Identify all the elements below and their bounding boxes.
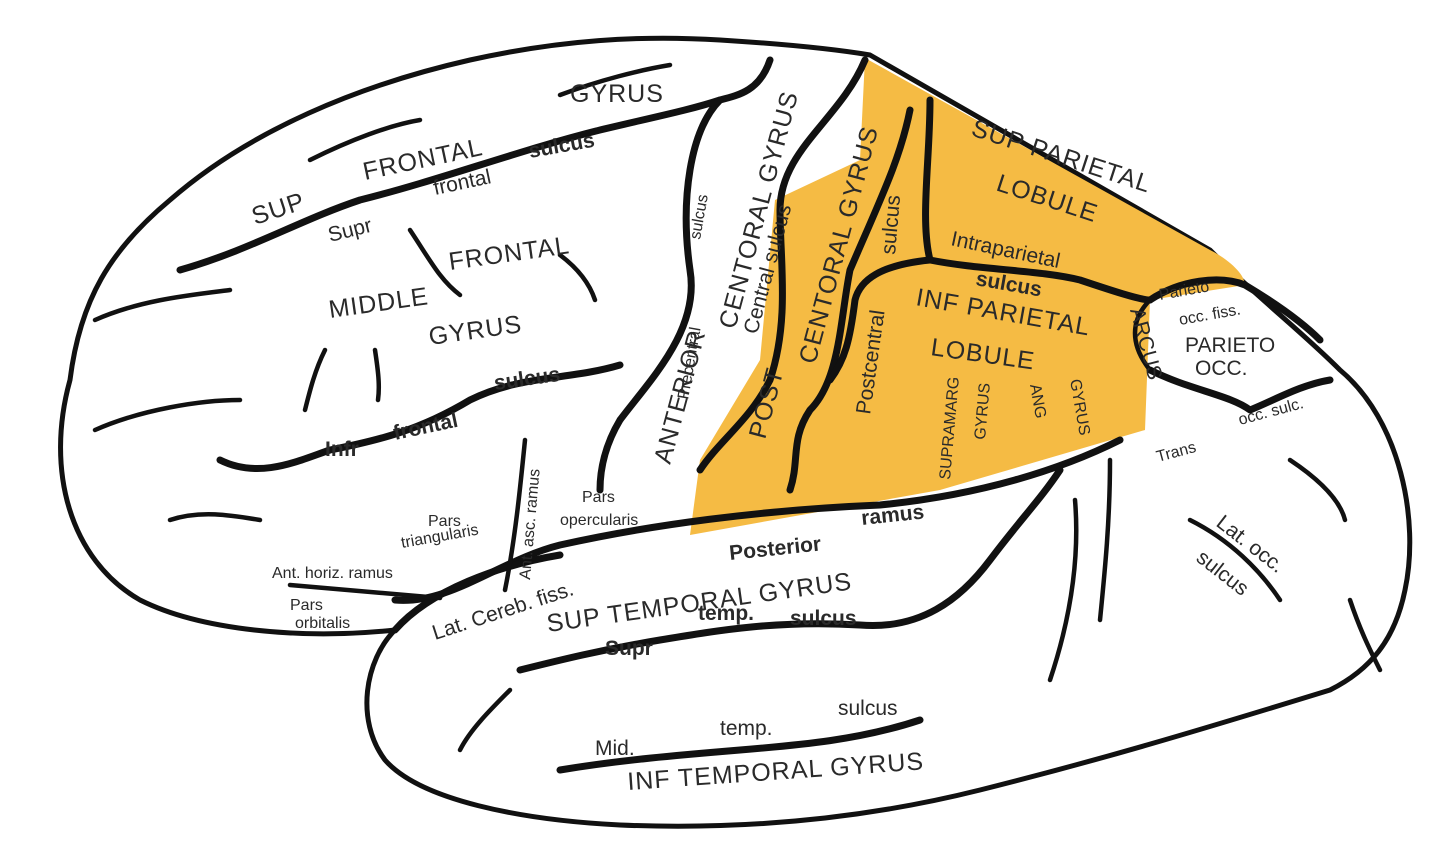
parietal-lobe-highlight [690, 58, 1245, 535]
label-temp-mid: temp. [720, 717, 773, 740]
label-parieto-arc: PARIETO [1185, 334, 1275, 357]
frontal-short-2 [372, 347, 382, 403]
label-ant-horiz-ramus: Ant. horiz. ramus [272, 565, 393, 582]
label-occ-arc: OCC. [1195, 357, 1248, 380]
label-sulcus-mid: sulcus [838, 697, 898, 720]
label-opercularis: opercularis [560, 512, 638, 529]
central-sulcus [696, 56, 869, 474]
occipital-curve-3 [1347, 597, 1383, 673]
ant-horiz-ramus-line [287, 582, 443, 601]
superior-frontal-sulcus [176, 96, 724, 274]
inferior-frontal-sulcus [216, 361, 624, 473]
label-gyrus-sup: GYRUS [570, 80, 664, 108]
frontal-short-1 [302, 347, 328, 413]
upper-frontal-curve-2 [557, 62, 673, 98]
middle-temporal-sulcus [556, 716, 924, 774]
label-sulcus-postcentral: sulcus [877, 194, 905, 255]
upper-frontal-curve [307, 117, 423, 163]
occipital-curve [1187, 517, 1283, 603]
label-mid: Mid. [595, 737, 635, 760]
occipital-curve-2 [1287, 457, 1348, 523]
label-sulcus-supr-temp: sulcus [790, 607, 857, 630]
label-pars-operc: Pars [582, 489, 615, 506]
label-pars-orb: Pars [290, 597, 323, 614]
label-gyrus-supramarg: GYRUS [972, 382, 994, 440]
temporal-branch-2 [1047, 497, 1079, 683]
label-orbitalis: orbitalis [295, 615, 350, 632]
temporal-lobe-border [391, 551, 564, 634]
label-temp-supr: temp. [698, 602, 754, 625]
orbital-curve [92, 397, 243, 433]
label-infr: Infr [325, 438, 359, 461]
frontal-pole-curve [92, 287, 233, 323]
postcentral-sulcus [786, 106, 914, 494]
parieto-occipital-fissure [1146, 276, 1324, 344]
intraparietal-sulcus [922, 96, 1154, 304]
middle-frontal-curve-2 [557, 252, 598, 303]
middle-frontal-curve [407, 227, 463, 298]
superior-temporal-sulcus [516, 466, 1064, 674]
temporal-branch-1 [1097, 457, 1113, 623]
label-pars-triang: Pars [428, 513, 461, 530]
orbital-curve-2 [167, 511, 263, 523]
arcus-line [1132, 297, 1153, 373]
intraparietal-branch [826, 256, 934, 384]
trans-occipital-sulcus [1146, 366, 1334, 414]
precentral-sulcus [596, 56, 774, 494]
label-supr-temp: Supr [605, 637, 653, 660]
temporal-branch-3 [457, 687, 513, 753]
label-ang: ANG [1026, 383, 1049, 420]
ant-asc-ramus-line [502, 437, 528, 593]
